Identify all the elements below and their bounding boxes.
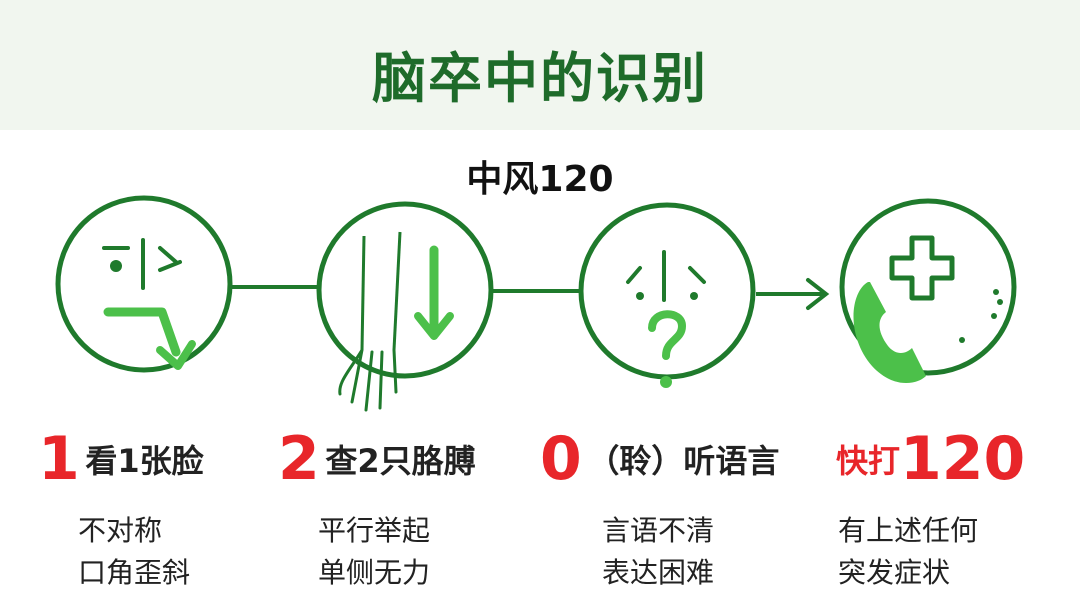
step-3-title: 0 （聆）听语言 bbox=[540, 424, 779, 494]
step-2-desc-line-1: 平行举起 bbox=[318, 514, 431, 547]
step-4-prefix: 快打 bbox=[836, 442, 901, 480]
step-4-desc-line-1: 有上述任何 bbox=[838, 514, 979, 547]
arm-down-icon bbox=[316, 201, 494, 412]
step-3-desc-line-2: 表达困难 bbox=[602, 556, 715, 589]
step-2-label: 查2只胳膊 bbox=[325, 442, 476, 480]
step-4-number: 120 bbox=[900, 424, 1026, 494]
step-2-desc-line-2: 单侧无力 bbox=[318, 556, 431, 589]
step-3-desc: 言语不清 表达困难 bbox=[602, 510, 714, 594]
step-2-desc: 平行举起 单侧无力 bbox=[318, 510, 430, 594]
step-1-desc-line-1: 不对称 bbox=[78, 514, 163, 547]
subtitle: 中风120 bbox=[466, 159, 614, 200]
step-3-label: （聆）听语言 bbox=[587, 442, 780, 480]
step-2-number: 2 bbox=[278, 424, 320, 494]
step-3-number: 0 bbox=[540, 424, 582, 494]
step-3-desc-line-1: 言语不清 bbox=[602, 514, 715, 547]
face-question-icon bbox=[578, 202, 756, 388]
step-1-title: 1 看1张脸 bbox=[38, 424, 204, 494]
step-4-desc: 有上述任何 突发症状 bbox=[838, 510, 978, 594]
phone-medical-icon bbox=[839, 198, 1017, 384]
page-title: 脑卒中的识别 bbox=[372, 47, 708, 110]
step-2-title: 2 查2只胳膊 bbox=[278, 424, 476, 494]
step-1-desc-line-2: 口角歪斜 bbox=[78, 556, 191, 589]
connector-arrow bbox=[756, 278, 830, 310]
step-4-desc-line-2: 突发症状 bbox=[838, 556, 951, 589]
step-4-title: 快打120 bbox=[836, 424, 1025, 494]
step-1-label: 看1张脸 bbox=[85, 442, 204, 480]
header-band bbox=[0, 0, 1080, 130]
step-1-desc: 不对称 口角歪斜 bbox=[78, 510, 190, 594]
step-1-number: 1 bbox=[38, 424, 80, 494]
face-asymmetric-icon bbox=[55, 195, 233, 373]
